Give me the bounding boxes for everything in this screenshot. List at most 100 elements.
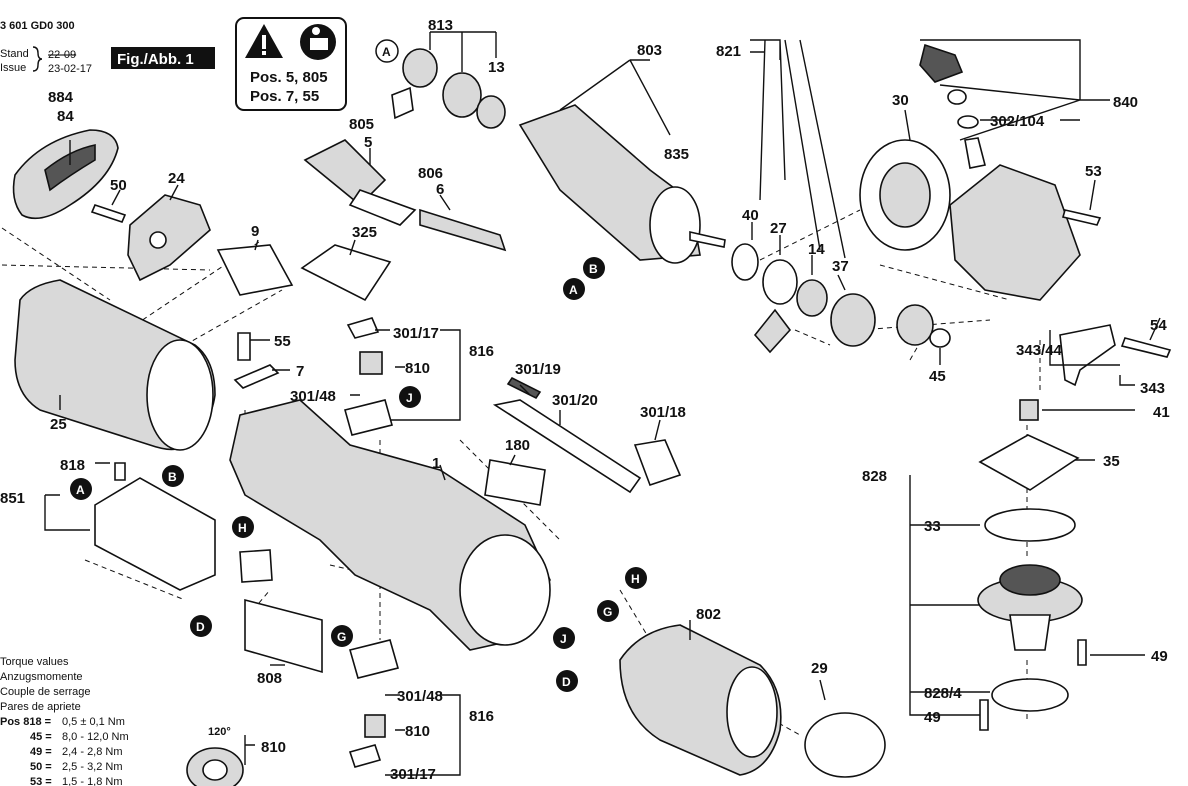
torque-row-49-pos: 49 = xyxy=(30,746,52,758)
part-84-grille xyxy=(44,144,96,192)
part-301-18-button xyxy=(633,439,682,487)
label-24: 24 xyxy=(168,170,185,187)
part-5-cable xyxy=(348,189,417,226)
part-6-sleeve xyxy=(419,208,507,252)
label-27: 27 xyxy=(770,220,787,237)
connector-g2-bg xyxy=(597,600,619,622)
label-818: 818 xyxy=(60,457,85,474)
torque-title-de: Anzugsmomente xyxy=(0,671,83,683)
connectors: A A B J B A H D G H G J D xyxy=(70,39,647,692)
label-35: 35 xyxy=(1103,453,1120,470)
label-53: 53 xyxy=(1085,163,1102,180)
label-806: 806 xyxy=(418,165,443,182)
part-labels: 813 803 821 13 884 84 805 5 835 30 840 3… xyxy=(0,17,1170,783)
part-851-module xyxy=(94,477,216,591)
fig-label-bg xyxy=(111,47,215,69)
torque-row-50-value: 2,5 - 3,2 Nm xyxy=(62,761,123,773)
part-pinion-gear xyxy=(896,304,934,346)
label-30: 30 xyxy=(892,92,909,109)
label-802: 802 xyxy=(696,606,721,623)
label-813: 813 xyxy=(428,17,453,34)
label-816a: 816 xyxy=(469,343,494,360)
part-840-gear-head xyxy=(949,164,1081,301)
warning-dot xyxy=(262,51,266,55)
part-810-brush-a xyxy=(359,351,383,375)
connector-b1: B xyxy=(589,262,598,276)
part-835-brush xyxy=(753,308,792,354)
label-41: 41 xyxy=(1153,404,1170,421)
part-301-19-spring xyxy=(506,376,542,400)
label-828-4: 828/4 xyxy=(924,685,962,702)
warning-mark xyxy=(262,35,266,49)
part-828-spindle xyxy=(1009,614,1051,651)
torque-title-es: Pares de apriete xyxy=(0,701,81,713)
label-301-48b: 301/48 xyxy=(397,688,443,705)
torque-row-45-value: 8,0 - 12,0 Nm xyxy=(62,731,129,743)
part-25-opening xyxy=(146,339,214,451)
connector-j2: J xyxy=(560,632,567,646)
part-813-bearing-a xyxy=(402,48,438,88)
label-84: 84 xyxy=(57,108,74,125)
label-301-17a: 301/17 xyxy=(393,325,439,342)
part-810-spring-center xyxy=(202,759,228,781)
label-33: 33 xyxy=(924,518,941,535)
connector-b1-bg xyxy=(583,257,605,279)
torque-title-fr: Couple de serrage xyxy=(0,686,91,698)
part-301-20-switch-rod xyxy=(492,399,642,494)
part-49-screw-a xyxy=(1077,639,1087,666)
connector-b2-bg xyxy=(162,465,184,487)
label-302-104: 302/104 xyxy=(990,113,1045,130)
connector-d2: D xyxy=(562,675,571,689)
part-13-bearing xyxy=(476,95,506,129)
label-49b: 49 xyxy=(924,709,941,726)
part-302-104-oring xyxy=(957,115,979,129)
connector-g1: G xyxy=(337,630,346,644)
stand-date: 22-09 xyxy=(48,49,76,61)
part-33-oring xyxy=(984,508,1076,542)
part-27-ring xyxy=(762,259,798,305)
label-37: 37 xyxy=(832,258,849,275)
label-840: 840 xyxy=(1113,94,1138,111)
label-301-19: 301/19 xyxy=(515,361,561,378)
part-818-screw xyxy=(114,462,126,481)
part-301-17-spring-a xyxy=(346,317,380,339)
part-55-screw xyxy=(237,332,251,361)
part-49-screw-b xyxy=(979,699,989,731)
label-810c: 810 xyxy=(261,739,286,756)
stand-label: Stand xyxy=(0,48,29,60)
part-828-gear xyxy=(999,564,1061,596)
label-1: 1 xyxy=(432,455,440,472)
part-29-baffle xyxy=(804,712,886,778)
part-828-4-ring xyxy=(991,678,1069,712)
part-343-lever xyxy=(1059,324,1116,387)
label-40: 40 xyxy=(742,207,759,224)
label-803: 803 xyxy=(637,42,662,59)
label-301-48a: 301/48 xyxy=(290,388,336,405)
label-810a: 810 xyxy=(405,360,430,377)
part-24-hole xyxy=(149,231,167,249)
label-816b: 816 xyxy=(469,708,494,725)
header: 3 601 GD0 300 Stand Issue 22-09 23-02-17… xyxy=(0,20,215,75)
label-5: 5 xyxy=(364,134,372,151)
label-821: 821 xyxy=(716,43,741,60)
person-glyph xyxy=(312,27,320,35)
connector-h1: H xyxy=(238,521,247,535)
torque-row-53-value: 1,5 - 1,8 Nm xyxy=(62,776,123,786)
part-816-holder-b xyxy=(349,639,399,679)
parts xyxy=(12,43,1172,786)
label-301-20: 301/20 xyxy=(552,392,598,409)
issue-label: Issue xyxy=(0,62,26,74)
connector-j2-bg xyxy=(553,627,575,649)
label-343-44: 343/44 xyxy=(1016,342,1063,359)
label-343: 343 xyxy=(1140,380,1165,397)
part-24-bracket xyxy=(127,194,211,282)
part-813-bearing-b xyxy=(442,72,482,118)
connector-h1-bg xyxy=(232,516,254,538)
torque-row-53-pos: 53 = xyxy=(30,776,52,786)
warning-box: Pos. 5, 805 Pos. 7, 55 xyxy=(235,17,347,111)
part-803-fan xyxy=(649,186,701,264)
torque-values: Torque values Anzugsmomente Couple de se… xyxy=(0,656,129,786)
part-14-bearing xyxy=(796,279,828,317)
book-glyph xyxy=(310,38,328,50)
label-325: 325 xyxy=(352,224,377,241)
